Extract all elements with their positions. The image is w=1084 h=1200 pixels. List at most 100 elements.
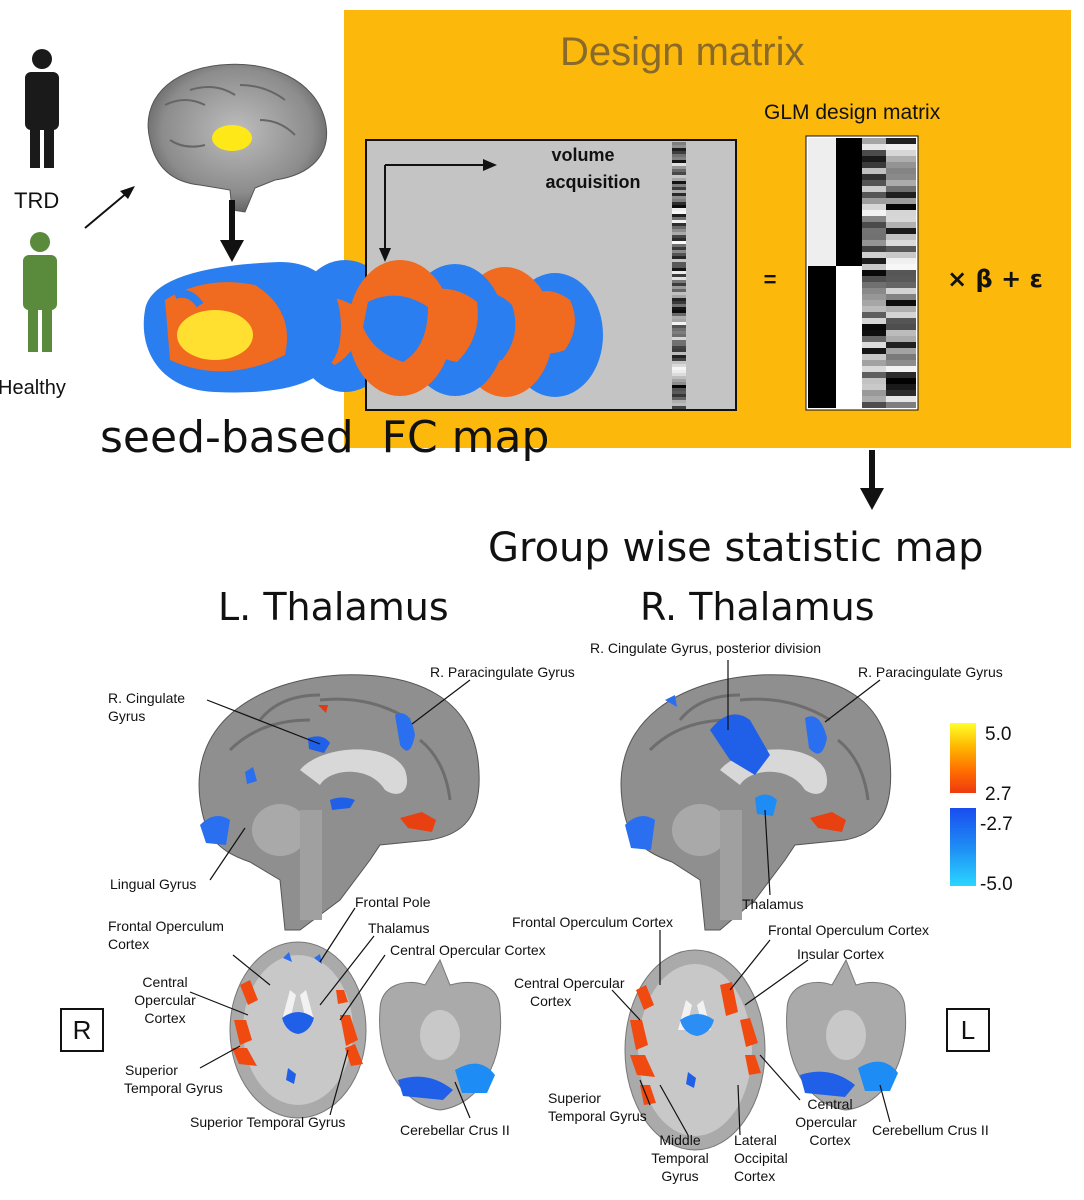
label-cerebellum-crus: Cerebellum Crus II (872, 1122, 989, 1138)
label-r-paracingulate-left: R. Paracingulate Gyrus (430, 664, 575, 680)
glm-regressor-stripe (862, 264, 886, 270)
glm-regressor-stripe (862, 150, 886, 156)
right-thalamus-title: R. Thalamus (640, 585, 875, 629)
volume-label-2: acquisition (545, 172, 640, 192)
glm-regressor-stripe (886, 210, 916, 216)
glm-regressor-stripe (862, 366, 886, 372)
label-lateral-occipital-3: Cortex (734, 1168, 776, 1184)
glm-regressor-stripe (886, 396, 916, 402)
timeseries-stripe (672, 301, 686, 304)
label-central-opercular-r: Central Opercular Cortex (390, 942, 546, 958)
label-frontal-operculum-r1: Frontal Operculum Cortex (512, 914, 674, 930)
timeseries-stripe (672, 355, 686, 358)
label-r-cingulate-1: R. Cingulate (108, 690, 186, 706)
glm-regressor-stripe (886, 360, 916, 366)
timeseries-stripe (672, 280, 686, 283)
label-central-opercular-l3: Cortex (144, 1010, 186, 1026)
timeseries-stripe (672, 253, 686, 256)
timeseries-stripe (672, 343, 686, 346)
glm-regressor-stripe (862, 234, 886, 240)
label-lingual-gyrus: Lingual Gyrus (110, 876, 197, 892)
glm-regressor-stripe (886, 246, 916, 252)
timeseries-stripe (672, 211, 686, 214)
timeseries-stripe (672, 271, 686, 274)
timeseries-stripe (672, 349, 686, 352)
label-r-paracingulate-right: R. Paracingulate Gyrus (858, 664, 1003, 680)
timeseries-stripe (672, 157, 686, 160)
timeseries-stripe (672, 328, 686, 331)
glm-regressor-stripe (862, 336, 886, 342)
glm-regressor-stripe (862, 384, 886, 390)
timeseries-column (672, 142, 686, 409)
timeseries-stripe (672, 289, 686, 292)
glm-regressor-stripe (886, 288, 916, 294)
timeseries-stripe (672, 316, 686, 319)
glm-regressor-stripe (862, 228, 886, 234)
right-cerebellum (786, 958, 907, 1111)
glm-regressor-stripe (886, 204, 916, 210)
glm-regressor-stripe (886, 330, 916, 336)
glm-regressor-stripe (886, 252, 916, 258)
glm-regressor-stripe (886, 294, 916, 300)
healthy-person-icon (23, 232, 57, 352)
timeseries-stripe (672, 319, 686, 322)
glm-regressor-stripe (886, 378, 916, 384)
glm-regressor-stripe (886, 138, 916, 144)
label-sup-temporal-r-b: Temporal Gyrus (548, 1108, 647, 1124)
glm-regressor-stripe (862, 156, 886, 162)
timeseries-stripe (672, 382, 686, 385)
colorbar (950, 723, 976, 886)
timeseries-stripe (672, 274, 686, 277)
glm-regressor-stripe (886, 312, 916, 318)
timeseries-stripe (672, 352, 686, 355)
glm-regressor-stripe (886, 168, 916, 174)
arrow-to-brain (84, 191, 129, 229)
label-frontal-operculum-r2: Frontal Operculum Cortex (768, 922, 930, 938)
label-central-opercular-l1: Central (142, 974, 188, 990)
left-cerebellum (379, 958, 502, 1111)
glm-regressor-stripe (886, 234, 916, 240)
timeseries-stripe (672, 148, 686, 151)
colorbar-tick-neg2.7: -2.7 (980, 814, 1013, 835)
timeseries-stripe (672, 310, 686, 313)
timeseries-stripe (672, 163, 686, 166)
glm-regressor-stripe (862, 192, 886, 198)
glm-regressor-stripe (862, 216, 886, 222)
timeseries-stripe (672, 397, 686, 400)
label-central-opercular-r2a: Central (807, 1096, 853, 1112)
right-sagittal-brain (620, 674, 892, 931)
glm-regressor-stripe (862, 180, 886, 186)
glm-regressor-stripe (886, 384, 916, 390)
left-sagittal-brain (198, 674, 480, 931)
glm-design-matrix (805, 135, 919, 411)
trd-person-icon (25, 49, 59, 168)
glm-regressor-stripe (862, 240, 886, 246)
timeseries-stripe (672, 190, 686, 193)
timeseries-stripe (672, 229, 686, 232)
glm-regressor-stripe (886, 306, 916, 312)
timeseries-stripe (672, 172, 686, 175)
glm-regressor-stripe (886, 348, 916, 354)
glm-regressor-stripe (862, 372, 886, 378)
timeseries-stripe (672, 286, 686, 289)
timeseries-stripe (672, 367, 686, 370)
timeseries-stripe (672, 247, 686, 250)
timeseries-stripe (672, 214, 686, 217)
timeseries-stripe (672, 370, 686, 373)
timeseries-stripe (672, 325, 686, 328)
glm-regressor-stripe (862, 210, 886, 216)
glm-regressor-stripe (886, 300, 916, 306)
timeseries-stripe (672, 160, 686, 163)
glm-regressor-stripe (886, 258, 916, 264)
timeseries-stripe (672, 217, 686, 220)
timeseries-stripe (672, 391, 686, 394)
glm-regressor-stripe (862, 294, 886, 300)
glm-regressor-stripe (862, 348, 886, 354)
timeseries-stripe (672, 292, 686, 295)
glm-regressor-stripe (862, 270, 886, 276)
label-central-opercular-r2c: Cortex (809, 1132, 851, 1148)
timeseries-stripe (672, 307, 686, 310)
design-matrix-title: Design matrix (560, 30, 805, 74)
timeseries-stripe (672, 232, 686, 235)
timeseries-stripe (672, 169, 686, 172)
